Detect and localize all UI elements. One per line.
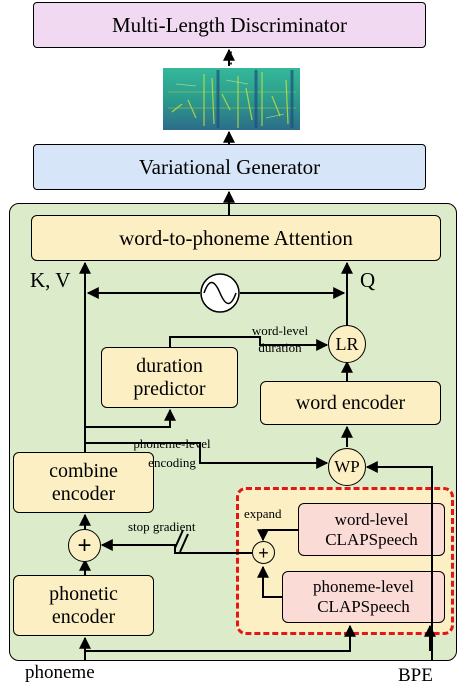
fusion-plus-node: +	[68, 529, 101, 562]
ple-line2: encoding	[148, 455, 196, 470]
clap-plus-sign: +	[258, 542, 269, 563]
phoneme-clap-line2: CLAPSpeech	[317, 597, 410, 616]
clap-plus-node: +	[252, 541, 275, 564]
combine-encoder-block: combine encoder	[13, 452, 154, 513]
discriminator-label: Multi-Length Discriminator	[111, 12, 348, 37]
word-encoder-label: word encoder	[295, 391, 406, 414]
phonetic-encoder-line1: phonetic	[49, 582, 118, 605]
phonetic-encoder-block: phonetic encoder	[13, 575, 154, 636]
phoneme-level-encoding-label: phoneme-level encoding	[112, 434, 232, 472]
word-encoder-block: word encoder	[260, 381, 441, 425]
combine-encoder-line1: combine	[49, 459, 118, 482]
stop-gradient-label: stop gradient	[128, 519, 196, 534]
ellipsis-label: ⋮	[223, 50, 239, 67]
kv-label: K, V	[30, 268, 71, 292]
word-clap-line2: CLAPSpeech	[325, 529, 418, 549]
word-pooling-node: WP	[328, 448, 366, 486]
plus-sign: +	[77, 531, 92, 559]
phoneme-clap-line1: phoneme-level	[312, 577, 414, 596]
expand-label: expand	[244, 506, 282, 521]
duration-predictor-line1: duration	[136, 354, 203, 377]
ple-line1: phoneme-level	[133, 436, 211, 451]
attention-label: word-to-phoneme Attention	[119, 225, 353, 250]
bpe-input-label: BPE	[398, 665, 433, 686]
word-level-clapspeech-block: word-level CLAPSpeech	[298, 503, 445, 556]
word-level-duration-label: word-level duration	[230, 322, 330, 356]
combine-encoder-line2: encoder	[51, 482, 116, 505]
variational-generator-block: Variational Generator	[33, 144, 426, 190]
word-clap-line1: word-level	[334, 509, 409, 529]
phoneme-level-clapspeech-block: phoneme-level CLAPSpeech	[282, 571, 445, 623]
duration-predictor-line2: predictor	[133, 377, 206, 400]
multi-length-discriminator-block: Multi-Length Discriminator	[33, 2, 426, 48]
generator-label: Variational Generator	[138, 154, 321, 179]
phonetic-encoder-line2: encoder	[51, 605, 116, 628]
duration-predictor-block: duration predictor	[101, 347, 238, 408]
wp-label: WP	[334, 457, 360, 476]
wld-line2: duration	[258, 340, 302, 355]
wld-line1: word-level	[251, 323, 309, 338]
word-to-phoneme-attention-block: word-to-phoneme Attention	[31, 215, 441, 261]
phoneme-input-label: phoneme	[25, 662, 95, 683]
q-label: Q	[360, 268, 376, 292]
lr-label: LR	[335, 333, 359, 354]
length-regulator-node: LR	[328, 325, 366, 363]
